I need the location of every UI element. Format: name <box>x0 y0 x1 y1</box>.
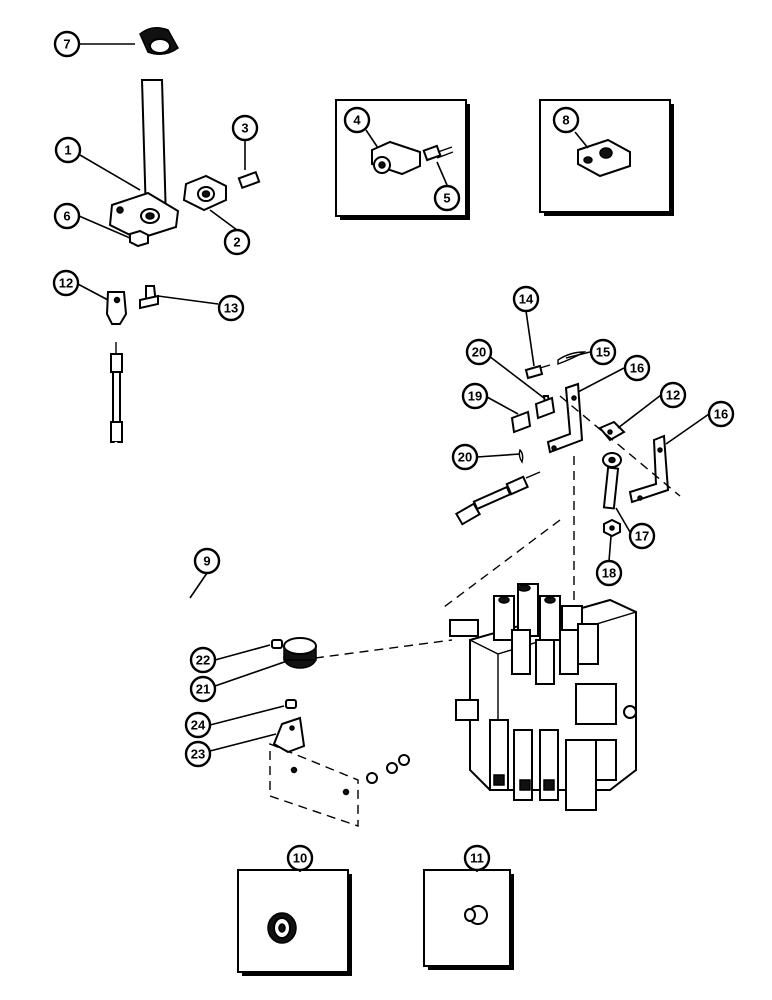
callouts: 7 1 2 3 4 5 6 8 9 10 11 12 12 13 14 15 1… <box>52 30 735 872</box>
svg-text:16: 16 <box>630 361 644 376</box>
nut-18-icon <box>603 518 621 538</box>
svg-text:11: 11 <box>470 851 484 866</box>
callout-23: 23 <box>184 740 212 768</box>
clamp-8-icon <box>577 138 631 178</box>
svg-text:3: 3 <box>241 121 248 136</box>
callout-1: 1 <box>54 136 82 164</box>
callout-5: 5 <box>433 184 461 212</box>
lever-1-icon <box>108 79 180 241</box>
pivot-bracket-2-icon <box>182 174 227 212</box>
inset-box-10 <box>237 869 352 976</box>
svg-text:22: 22 <box>196 653 210 668</box>
svg-text:14: 14 <box>519 292 534 307</box>
bracket-23-icon <box>272 716 306 754</box>
pin-19-icon <box>510 396 556 434</box>
callout-17: 17 <box>628 522 656 550</box>
screw-22-icon <box>271 639 283 649</box>
fasteners-icon <box>366 754 410 784</box>
svg-text:5: 5 <box>443 191 450 206</box>
svg-text:23: 23 <box>191 747 205 762</box>
screw-24-icon <box>285 699 297 709</box>
svg-text:10: 10 <box>293 851 307 866</box>
inset-box-8 <box>539 99 674 216</box>
callout-16-left: 16 <box>623 354 651 382</box>
svg-text:12: 12 <box>666 388 680 403</box>
svg-text:17: 17 <box>635 529 649 544</box>
svg-text:20: 20 <box>472 345 486 360</box>
svg-text:1: 1 <box>64 143 71 158</box>
callout-20-top: 20 <box>465 338 493 366</box>
inset-box-11 <box>423 869 514 970</box>
callout-18: 18 <box>595 559 623 587</box>
knob-21-icon <box>283 637 317 669</box>
clevis-12-right-icon <box>598 420 626 442</box>
plug-11-icon <box>464 905 488 925</box>
svg-text:7: 7 <box>63 37 70 52</box>
svg-text:15: 15 <box>596 345 610 360</box>
clip-15-icon <box>557 351 587 366</box>
callout-4: 4 <box>343 106 371 134</box>
bracket-4-icon <box>371 140 421 176</box>
svg-text:6: 6 <box>63 209 70 224</box>
svg-text:8: 8 <box>562 113 569 128</box>
rod-end-17-icon <box>602 452 622 510</box>
svg-text:19: 19 <box>468 389 482 404</box>
bolt-14-icon <box>524 364 551 380</box>
callout-11: 11 <box>463 844 491 872</box>
svg-text:2: 2 <box>233 235 240 250</box>
bracket-16-left-icon <box>546 382 584 454</box>
svg-text:16: 16 <box>714 407 728 422</box>
callout-24: 24 <box>184 711 212 739</box>
callout-2: 2 <box>223 228 251 256</box>
callout-6: 6 <box>53 202 81 230</box>
svg-text:12: 12 <box>59 276 73 291</box>
svg-text:9: 9 <box>203 554 210 569</box>
callout-3: 3 <box>231 114 259 142</box>
svg-text:13: 13 <box>224 301 238 316</box>
svg-text:20: 20 <box>458 450 472 465</box>
callout-13: 13 <box>217 294 245 322</box>
callout-15: 15 <box>589 338 617 366</box>
swivel-13-icon <box>139 285 159 310</box>
alignment-lines <box>299 395 681 661</box>
clevis-12-left-icon <box>105 291 128 325</box>
callout-9: 9 <box>193 547 221 575</box>
pin-20-bottom-icon <box>518 448 524 464</box>
callout-14: 14 <box>512 285 540 313</box>
bolt-5-icon <box>422 144 454 162</box>
svg-text:4: 4 <box>353 113 361 128</box>
leader-lines <box>75 43 710 872</box>
grommet-10-icon <box>267 912 297 944</box>
svg-text:18: 18 <box>602 566 616 581</box>
cable-9-icon <box>110 342 541 607</box>
callout-12-right: 12 <box>659 381 687 409</box>
callout-20-bottom: 20 <box>451 443 479 471</box>
callout-7: 7 <box>53 30 81 58</box>
callout-21: 21 <box>189 675 217 703</box>
callout-22: 22 <box>189 646 217 674</box>
svg-text:24: 24 <box>191 718 206 733</box>
callout-12-left: 12 <box>52 269 80 297</box>
bolt-3-icon <box>237 170 261 190</box>
callout-16-right: 16 <box>707 400 735 428</box>
knob-7-icon <box>139 27 179 55</box>
svg-text:21: 21 <box>196 682 210 697</box>
callout-10: 10 <box>286 844 314 872</box>
bracket-16-right-icon <box>628 434 670 504</box>
nut-6-icon <box>129 229 149 248</box>
callout-19: 19 <box>461 382 489 410</box>
control-valve-icon <box>449 583 637 811</box>
callout-8: 8 <box>552 106 580 134</box>
mounting-plate-icon <box>269 742 359 827</box>
